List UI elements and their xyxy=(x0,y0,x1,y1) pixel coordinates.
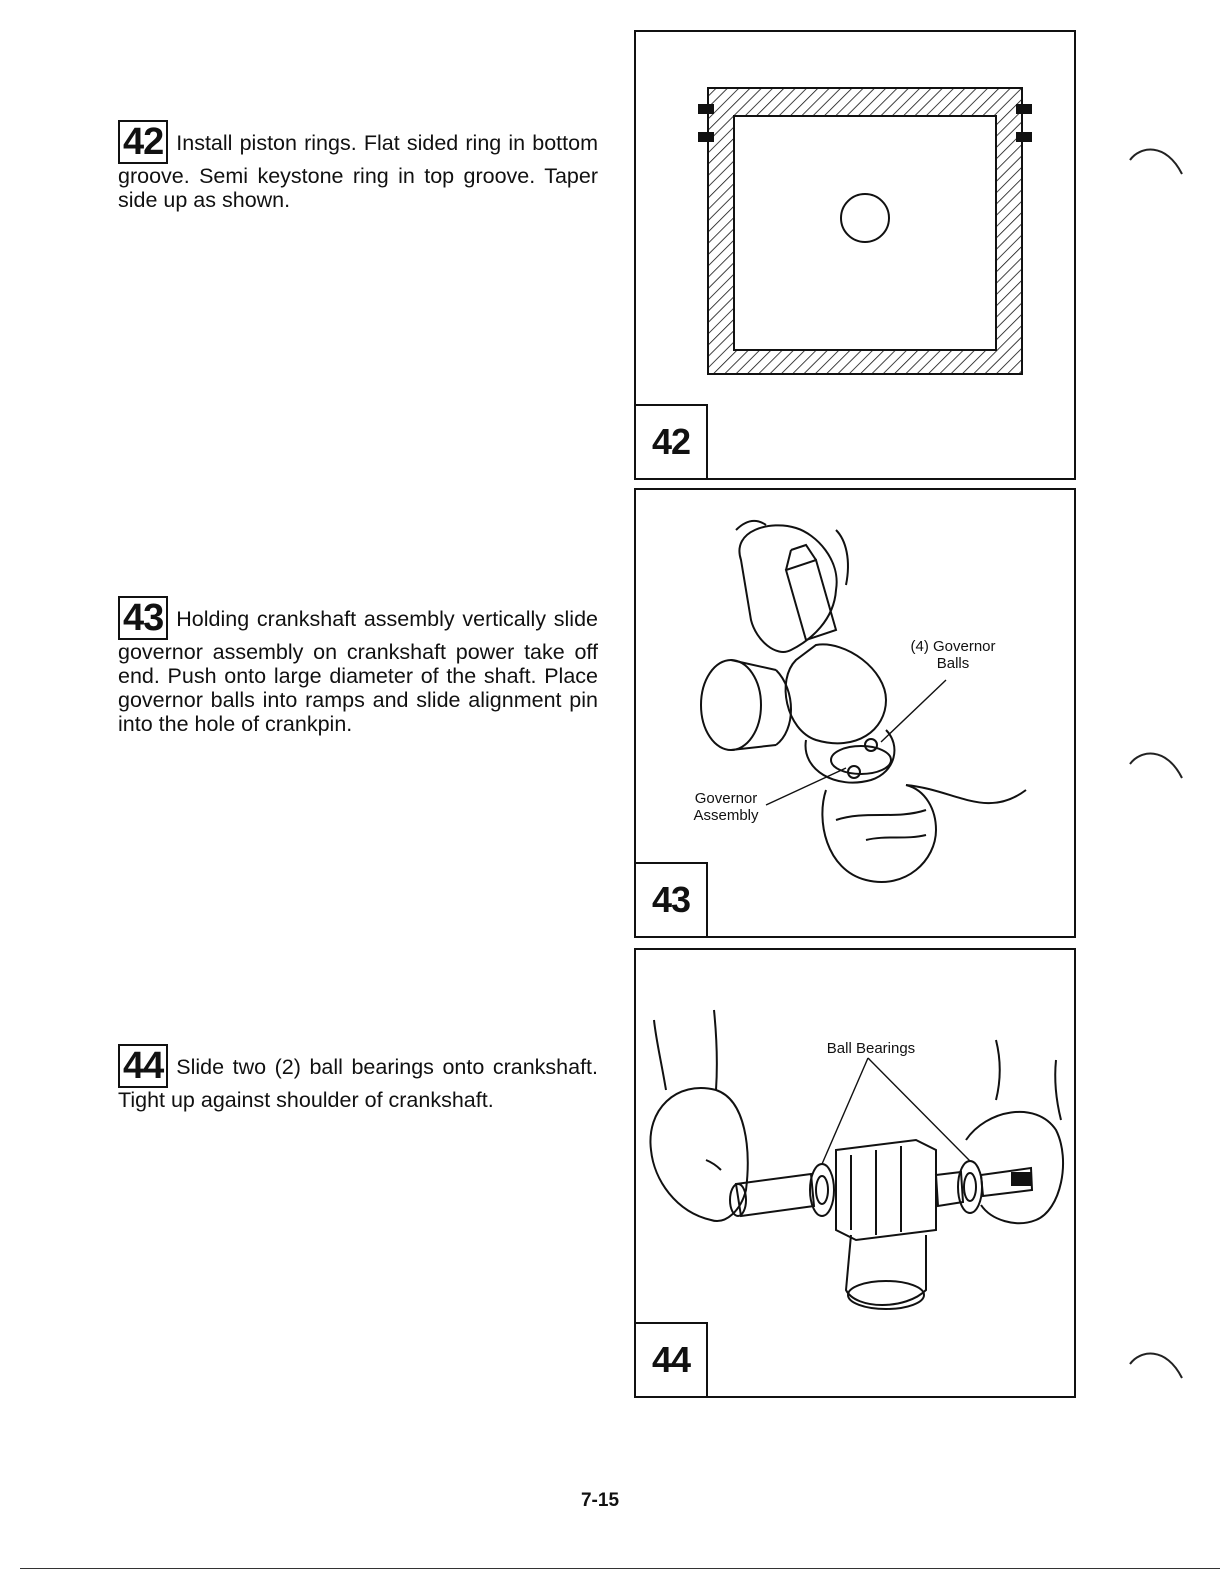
figure-44: Ball Bearings 44 xyxy=(634,948,1076,1398)
footer-rule xyxy=(20,1568,1220,1569)
figure-number-label: 43 xyxy=(636,862,708,936)
figure-43: (4) Governor Balls Governor Assembly 43 xyxy=(634,488,1076,938)
step-instruction: Slide two (2) ball bearings onto cranksh… xyxy=(118,1055,598,1112)
callout-governor-assembly: Governor Assembly xyxy=(693,790,759,824)
step-number-badge: 44 xyxy=(118,1044,169,1088)
binder-hole-icon xyxy=(1129,1352,1183,1379)
callout-ball-bearings: Ball Bearings xyxy=(826,1040,916,1057)
piston-cross-section-icon xyxy=(698,87,1032,375)
crankshaft-governor-icon xyxy=(700,519,1027,883)
callout-governor-balls: (4) Governor Balls xyxy=(910,638,996,672)
step-number-badge: 42 xyxy=(118,120,169,164)
figure-number-label: 44 xyxy=(636,1322,708,1396)
figure-42: 42 xyxy=(634,30,1076,480)
binder-hole-icon xyxy=(1129,752,1183,779)
step-instruction: Install piston rings. Flat sided ring in… xyxy=(118,131,598,212)
step-number-badge: 43 xyxy=(118,596,169,640)
page-number: 7-15 xyxy=(580,1490,620,1511)
figure-number-label: 42 xyxy=(636,404,708,478)
binder-hole-icon xyxy=(1129,148,1183,175)
step-instruction: Holding crankshaft assembly vertically s… xyxy=(118,607,598,736)
crankshaft-bearings-icon xyxy=(649,1009,1064,1310)
